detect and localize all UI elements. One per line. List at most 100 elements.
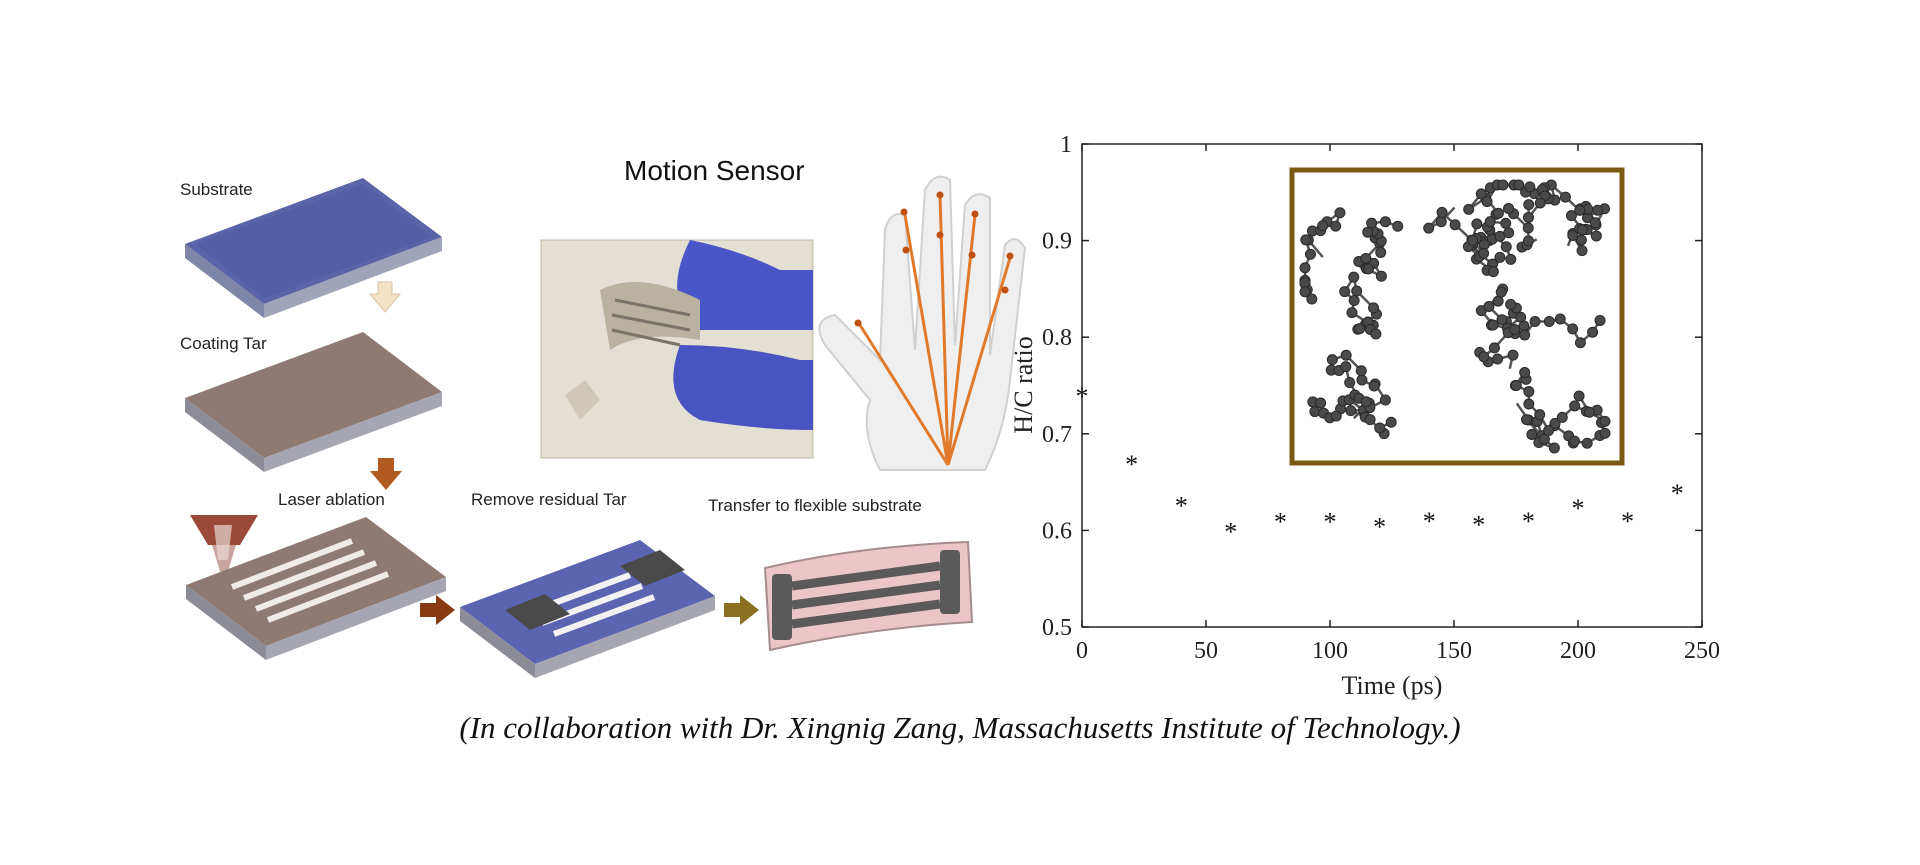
laser-ablation-slab [186, 517, 446, 660]
substrate-slab [185, 178, 442, 318]
molecule-atom [1360, 396, 1372, 408]
molecule-atom [1599, 427, 1611, 439]
molecule-atom [1599, 415, 1611, 427]
step-label-remove: Remove residual Tar [471, 490, 627, 509]
step-label-laser: Laser ablation [278, 490, 385, 509]
molecule-atom [1573, 390, 1585, 402]
step-label-substrate: Substrate [180, 180, 253, 199]
molecule-atom [1524, 181, 1536, 193]
olive-arrow-right-icon [724, 595, 759, 625]
y-axis-label: H/C ratio [1009, 336, 1038, 434]
remove-tar-slab [460, 540, 715, 678]
molecule-atom [1488, 342, 1500, 354]
molecule-atom [1375, 246, 1387, 258]
molecule-atom [1522, 235, 1534, 247]
molecule-atom [1355, 365, 1367, 377]
molecule-atom [1379, 394, 1391, 406]
molecule-atom [1315, 397, 1327, 409]
molecule-atom [1478, 247, 1490, 259]
molecule-atom [1503, 227, 1515, 239]
molecule-atom [1576, 224, 1588, 236]
y-tick-label: 0.7 [1042, 422, 1072, 448]
molecule-atom [1467, 234, 1479, 246]
molecule-atom [1366, 217, 1378, 229]
molecule-atom [1360, 252, 1372, 264]
x-tick-label: 200 [1560, 638, 1596, 664]
molecule-atom [1569, 435, 1581, 447]
molecule-atom [1549, 417, 1561, 429]
coating-tar-slab [185, 332, 442, 472]
molecule-atom [1423, 222, 1435, 234]
molecule-atom [1589, 217, 1601, 229]
molecule-atom [1487, 266, 1499, 278]
molecule-atom [1304, 248, 1316, 260]
x-axis-label: Time (ps) [1342, 671, 1443, 700]
molecule-atom [1299, 262, 1311, 274]
molecule-atom [1526, 428, 1538, 440]
plot-frame [1081, 143, 1703, 628]
molecule-atom [1523, 199, 1535, 211]
y-tick-label: 0.9 [1042, 229, 1072, 255]
molecule-atom [1505, 253, 1517, 265]
molecule-atom [1492, 353, 1504, 365]
molecule-atom [1354, 323, 1366, 335]
molecule-atom [1306, 293, 1318, 305]
molecule-atom [1497, 179, 1509, 191]
molecule-atom [1356, 374, 1368, 386]
molecule-atom [1481, 196, 1493, 208]
data-point: * [1224, 517, 1237, 546]
step-label-transfer: Transfer to flexible substrate [708, 496, 922, 515]
molecule-atom [1500, 241, 1512, 253]
molecule-atom [1522, 222, 1534, 234]
molecule-atom [1344, 376, 1356, 388]
data-point: * [1175, 491, 1188, 520]
data-point: * [1621, 507, 1634, 536]
molecule-atom [1351, 285, 1363, 297]
molecule-atom [1507, 349, 1519, 361]
molecule-atom [1534, 409, 1546, 421]
molecule-atom [1379, 216, 1391, 228]
molecule-atom [1492, 207, 1504, 219]
molecule-atom [1574, 204, 1586, 216]
dark-arrow-down-icon [370, 458, 402, 490]
y-tick-label: 0.8 [1042, 325, 1072, 351]
molecule-atom [1364, 414, 1376, 426]
molecule-atom [1484, 216, 1496, 228]
molecule-atom [1503, 202, 1515, 214]
flexible-substrate [763, 540, 974, 652]
molecule-atom [1556, 411, 1568, 423]
y-tick-label: 0.6 [1042, 518, 1072, 544]
molecule-atom [1483, 300, 1495, 312]
molecule-atom [1569, 400, 1581, 412]
data-point: * [1522, 507, 1535, 536]
molecule-atom [1594, 314, 1606, 326]
molecule-atom [1500, 217, 1512, 229]
data-point: * [1125, 450, 1138, 479]
molecule-atom [1529, 315, 1541, 327]
x-tick-label: 250 [1684, 638, 1720, 664]
molecule-atom [1339, 286, 1351, 298]
molecule-atom [1346, 307, 1358, 319]
molecule-atom [1330, 410, 1342, 422]
molecule-atom [1392, 220, 1404, 232]
molecule-atom [1345, 405, 1357, 417]
molecule-atom [1449, 219, 1461, 231]
molecule-atom [1510, 379, 1522, 391]
molecule-atom [1362, 226, 1374, 238]
molecule-atom [1348, 271, 1360, 283]
data-point: * [1671, 479, 1684, 508]
molecule-atom [1495, 286, 1507, 298]
motion-sensor-title: Motion Sensor [624, 155, 805, 186]
molecule-atom [1559, 191, 1571, 203]
molecule-atom [1334, 207, 1346, 219]
molecule-atom [1340, 349, 1352, 361]
molecule-atom [1370, 328, 1382, 340]
hand-diagram [818, 175, 1027, 471]
data-point: * [1572, 494, 1585, 523]
molecule-atom [1368, 380, 1380, 392]
y-tick-label: 0.5 [1042, 615, 1072, 641]
x-tick-label: 50 [1194, 638, 1218, 664]
molecule-atom [1519, 329, 1531, 341]
data-point: * [1324, 508, 1337, 537]
